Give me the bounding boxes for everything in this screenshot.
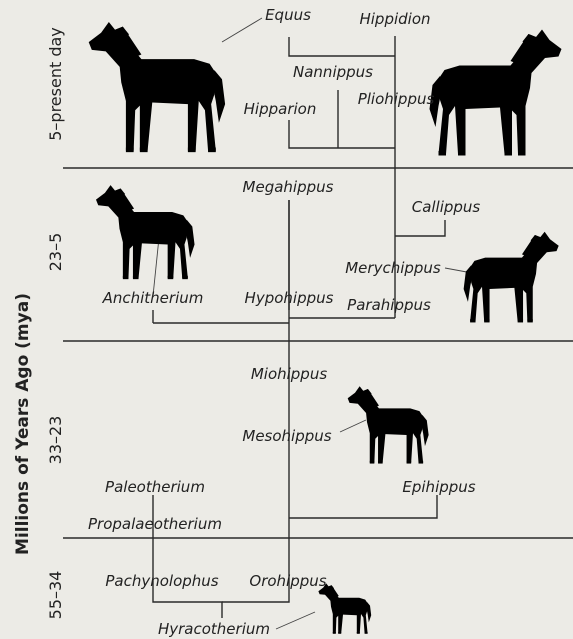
label-hypohippus: Hypohippus — [245, 289, 334, 307]
label-epihippus: Epihippus — [402, 478, 475, 496]
period-label-55-34: 55–34 — [46, 571, 65, 620]
label-megahippus: Megahippus — [243, 178, 334, 196]
label-miohippus: Miohippus — [251, 365, 328, 383]
horse-illustration-merychippus — [464, 232, 559, 323]
period-label-5-present: 5–present day — [46, 27, 65, 141]
horse-illustration-pliohippus — [430, 30, 562, 156]
label-pachynolophus: Pachynolophus — [105, 572, 218, 590]
label-propalaeotherium: Propalaeotherium — [88, 515, 222, 533]
label-hyracotherium: Hyracotherium — [158, 620, 270, 638]
label-equus: Equus — [265, 6, 311, 24]
label-callippus: Callippus — [412, 198, 481, 216]
label-merychippus: Merychippus — [345, 259, 441, 277]
period-label-23-5: 23–5 — [46, 233, 65, 272]
horse-illustration-anchitherium — [96, 185, 195, 279]
label-pliohippus: Pliohippus — [358, 90, 435, 108]
horse-illustration-mesohippus — [348, 386, 429, 463]
horse-illustration-equus — [89, 22, 225, 152]
label-mesohippus: Mesohippus — [242, 427, 331, 445]
label-parahippus: Parahippus — [347, 296, 431, 314]
horse-illustration-hyracotherium — [318, 583, 371, 633]
axis-title: Millions of Years Ago (mya) — [13, 293, 33, 555]
label-anchitherium: Anchitherium — [102, 289, 204, 307]
label-nannippus: Nannippus — [293, 63, 373, 81]
label-orohippus: Orohippus — [249, 572, 326, 590]
label-hipparion: Hipparion — [244, 100, 317, 118]
label-paleotherium: Paleotherium — [105, 478, 205, 496]
period-label-33-23: 33–23 — [46, 416, 65, 465]
label-hippidion: Hippidion — [359, 10, 430, 28]
